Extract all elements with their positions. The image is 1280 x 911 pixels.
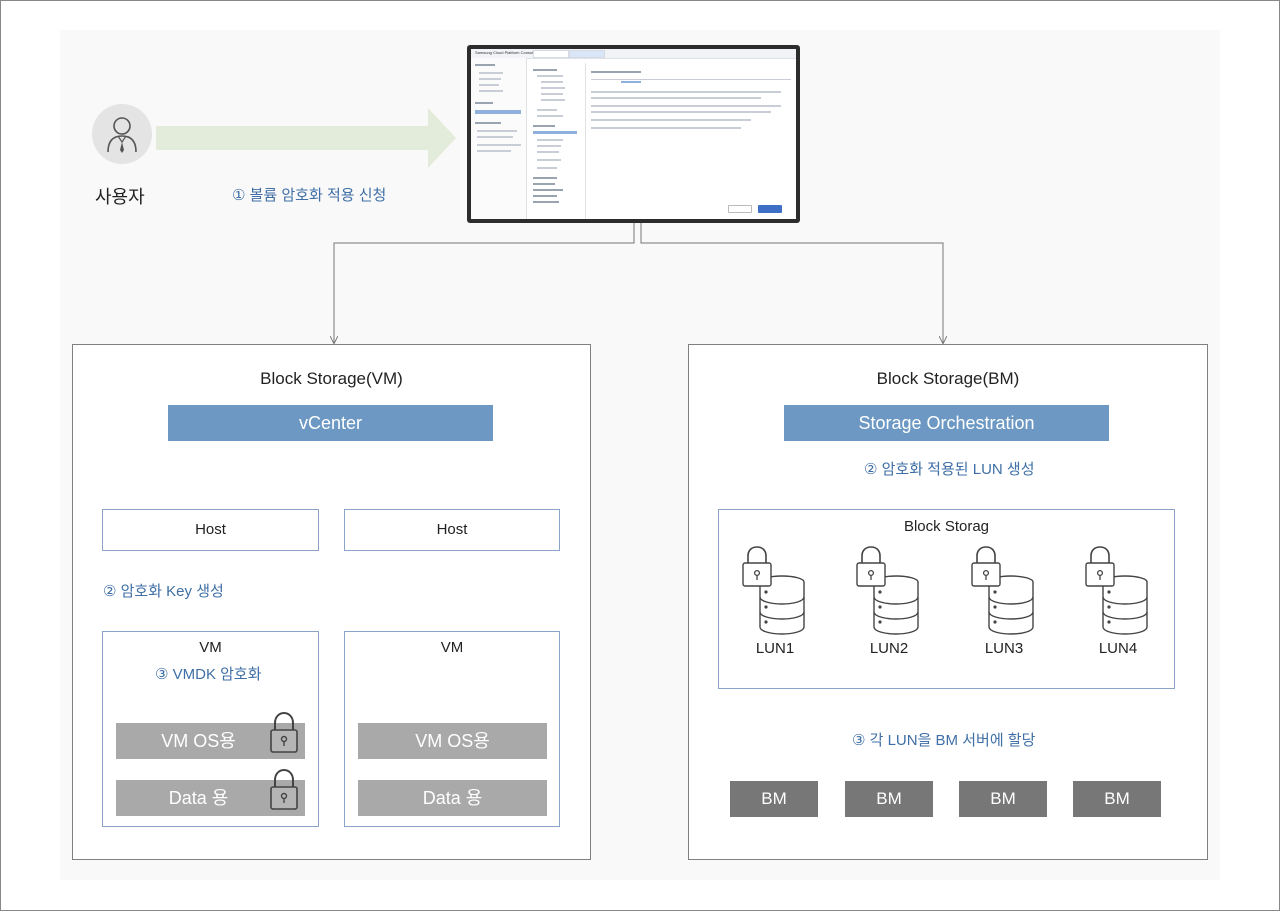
console-tab-active	[569, 50, 605, 58]
line-monitor-bm	[640, 222, 943, 343]
vcenter-bar: vCenter	[168, 405, 493, 441]
console-heading	[591, 71, 641, 73]
console-screen: Samsung Cloud Platform Console	[471, 49, 796, 219]
vm-os-disk: VM OS용	[358, 723, 547, 759]
console-nav	[529, 63, 586, 219]
console-submit-button	[758, 205, 782, 213]
lock-icon	[270, 711, 298, 753]
vm-panel-title: Block Storage(VM)	[260, 369, 403, 388]
step1-label: ① 볼륨 암호화 적용 신청	[232, 187, 387, 204]
console-sidebar	[471, 58, 527, 219]
disk-label: VM OS용	[161, 731, 236, 751]
console-cancel-button	[728, 205, 752, 213]
data-disk: Data 용	[358, 780, 547, 816]
person-icon	[107, 117, 137, 153]
bm-server: BM	[1073, 781, 1161, 817]
request-arrow	[156, 108, 456, 168]
lun-label: LUN4	[1098, 640, 1138, 657]
user-avatar	[92, 104, 152, 164]
database-icon	[1085, 546, 1148, 635]
lun-label: LUN2	[869, 640, 909, 657]
console-topbar: Samsung Cloud Platform Console	[471, 49, 796, 59]
host-box-1: Host	[102, 509, 319, 551]
lun-label: LUN1	[755, 640, 795, 657]
host-label: Host	[436, 521, 468, 538]
block-storage-box: Block Storag	[718, 509, 1175, 689]
step2-key-label: ② 암호화 Key 생성	[103, 583, 224, 600]
disk-label: Data 용	[168, 788, 229, 808]
vm-label: VM	[440, 639, 464, 656]
console-text	[591, 91, 781, 93]
lock-icon	[270, 768, 298, 810]
bm-server: BM	[730, 781, 818, 817]
block-storage-label: Block Storag	[903, 518, 990, 535]
step2-lun-label: ② 암호화 적용된 LUN 생성	[864, 461, 1035, 478]
console-monitor: Samsung Cloud Platform Console	[467, 45, 800, 223]
step3-vmdk-label: ③ VMDK 암호화	[155, 666, 262, 683]
bm-server: BM	[959, 781, 1047, 817]
line-monitor-vm	[334, 222, 635, 343]
database-icon	[856, 546, 919, 635]
step3-assign-label: ③ 각 LUN을 BM 서버에 할당	[852, 732, 1036, 749]
console-title: Samsung Cloud Platform Console	[475, 50, 536, 55]
vm-label: VM	[199, 639, 222, 656]
host-box-2: Host	[344, 509, 560, 551]
host-label: Host	[195, 521, 226, 538]
user-label: 사용자	[95, 187, 145, 207]
bm-server: BM	[845, 781, 933, 817]
database-icon	[971, 546, 1034, 635]
console-subtab	[621, 81, 641, 83]
lun-label: LUN3	[984, 640, 1024, 657]
console-divider	[591, 79, 791, 80]
database-icon	[742, 546, 805, 635]
bm-panel-title: Block Storage(BM)	[876, 369, 1020, 388]
console-tab	[533, 50, 569, 58]
storage-orchestration-bar: Storage Orchestration	[784, 405, 1109, 441]
